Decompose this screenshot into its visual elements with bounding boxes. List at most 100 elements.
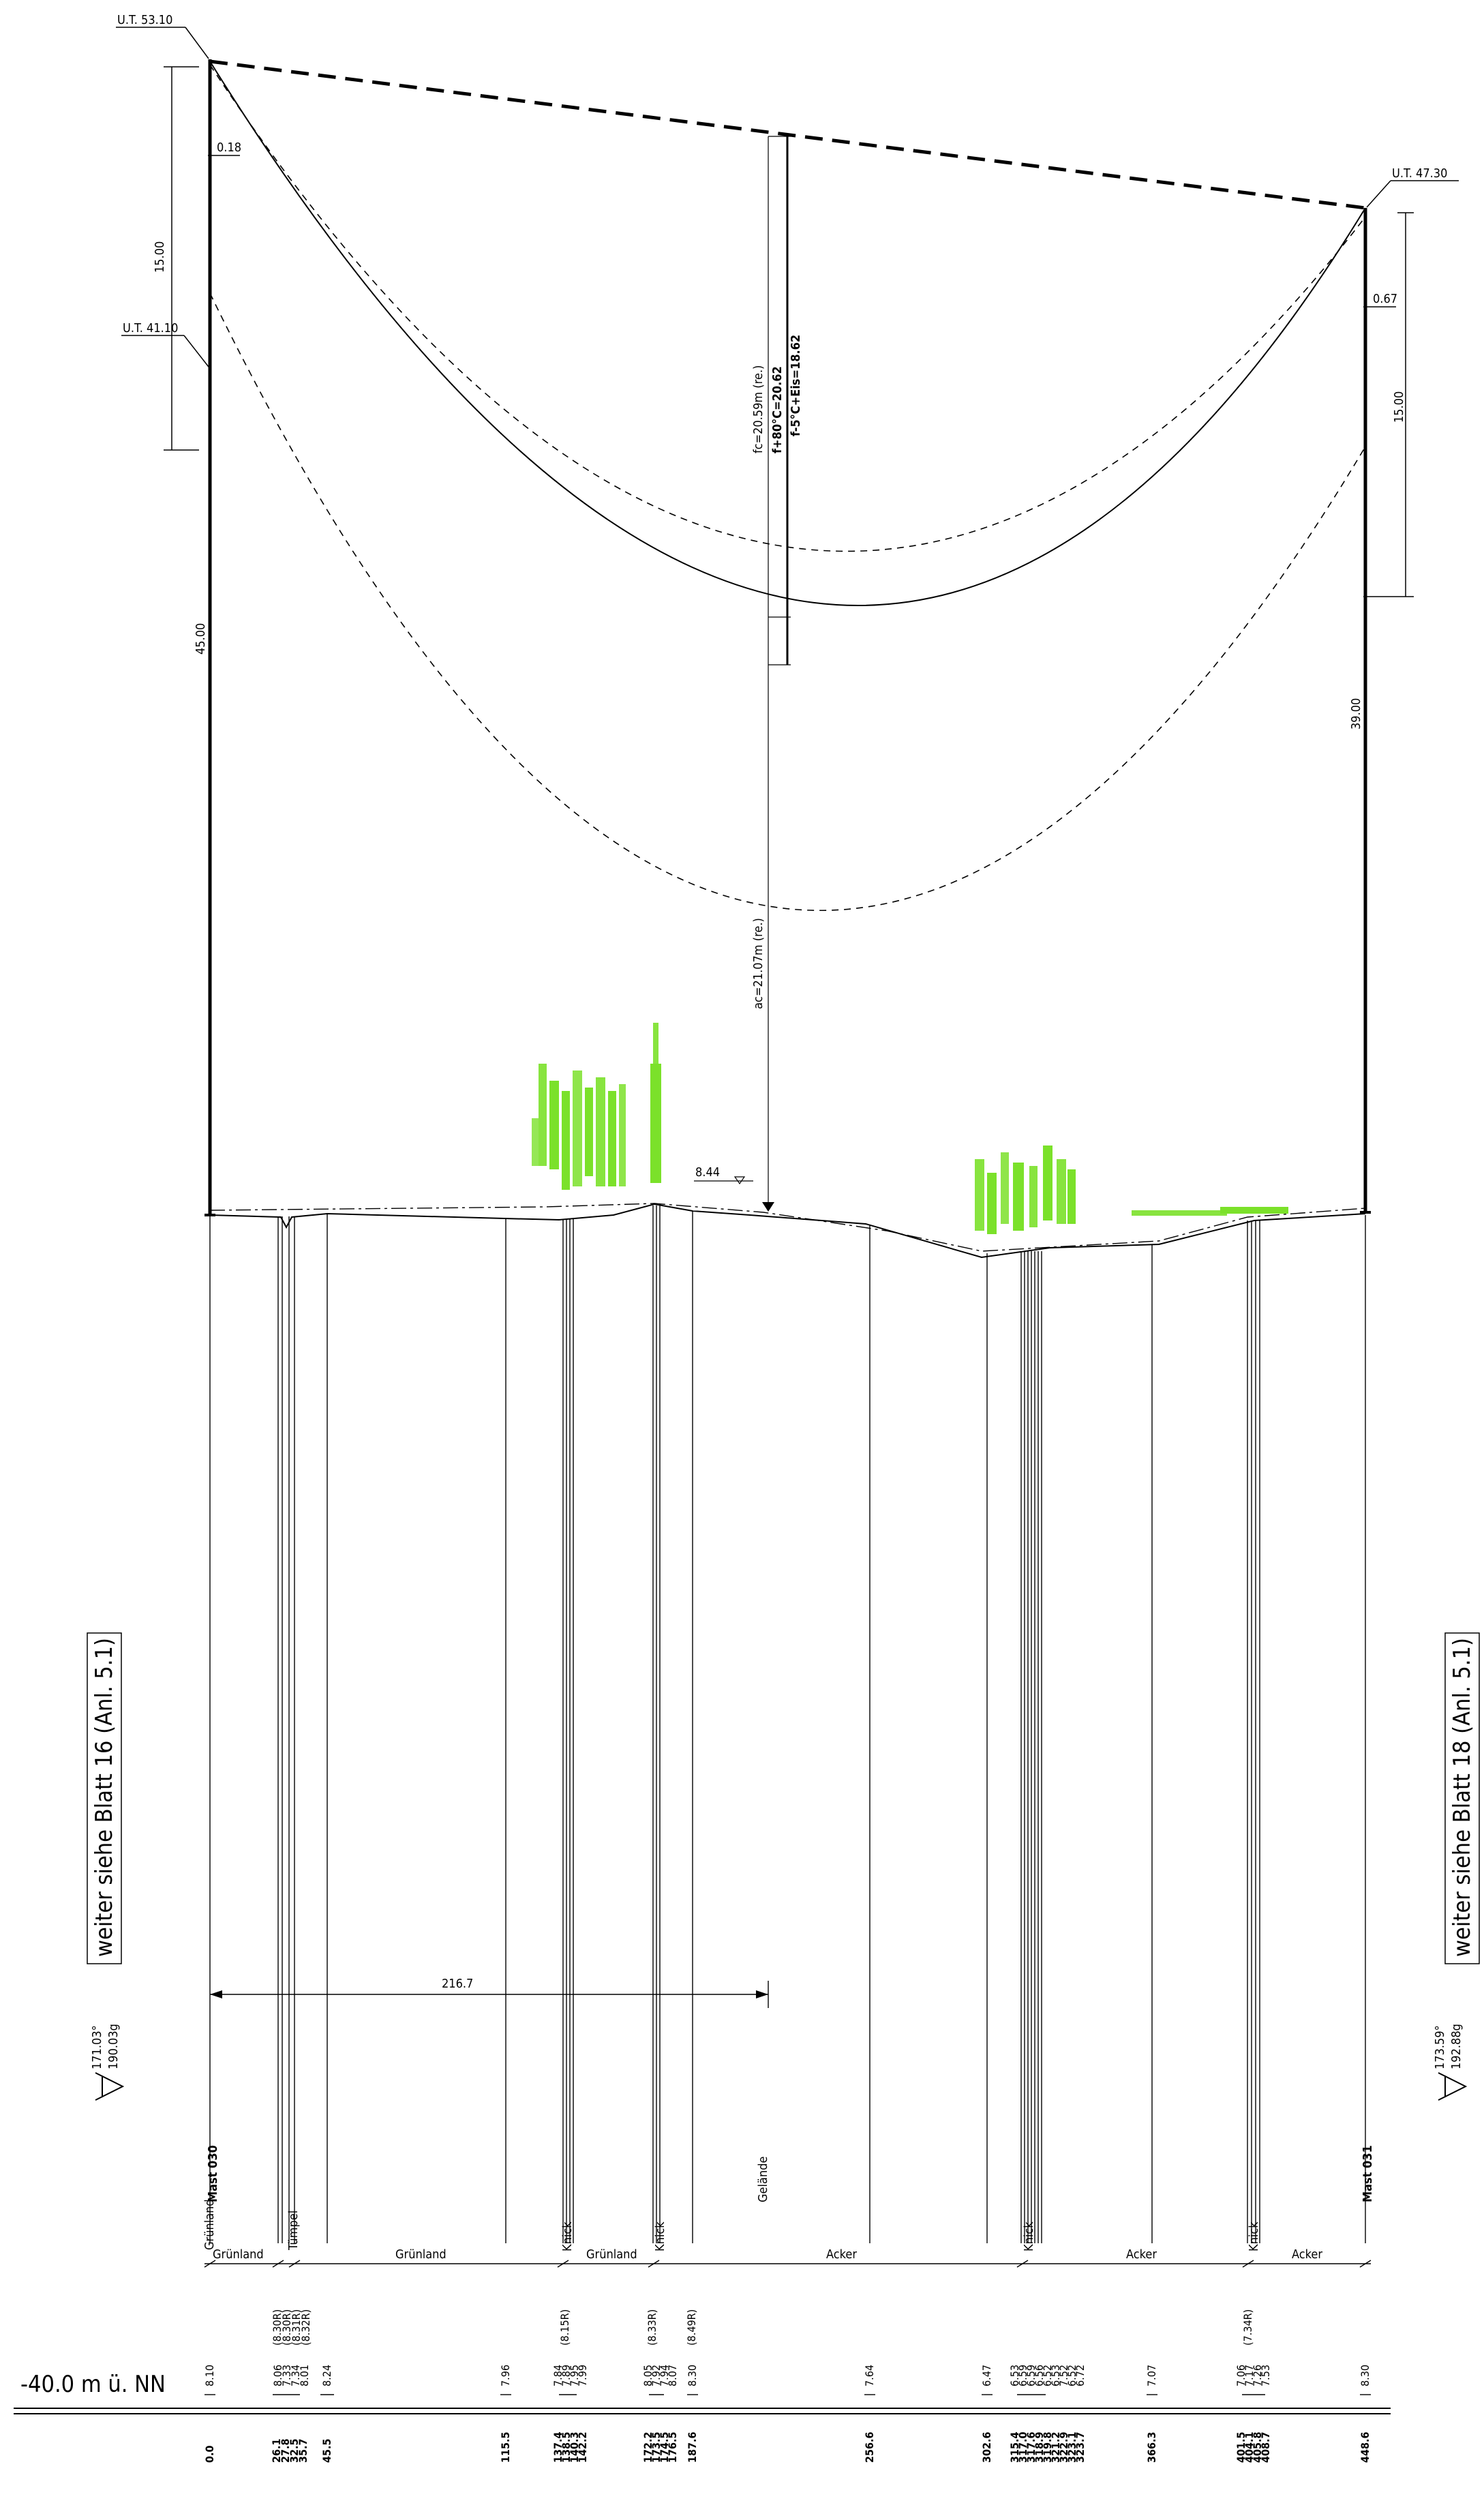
station-20: 317.6 [1025,2431,1038,2463]
land-use-0: Grünland [202,2199,217,2250]
elevation-18: 6.53 [1008,2365,1021,2386]
mast-left-height: 45.00 [194,623,208,655]
mast-left-ut-top: U.T. 53.10 [117,13,172,27]
elevation-32: 8.30 [1359,2365,1372,2386]
conductor-top-chord [209,59,1366,210]
elevation-16: 7.64 [863,2365,876,2386]
elevation-3: 7.34 [289,2365,302,2386]
land-use-7: Acker [826,2247,857,2262]
viewing-angle-right: 173.59° 192.88g [1433,2024,1468,2101]
elevation-28: 7.06 [1235,2365,1247,2386]
elevation-8: 7.89 [560,2365,573,2386]
vegetation-cluster-4 [1132,1207,1288,1216]
station-22: 319.8 [1041,2431,1054,2463]
station-11: 172.2 [641,2431,654,2463]
elevation-4: 8.01 [298,2365,311,2386]
elevation-1: 8.06 [271,2365,284,2386]
mast-right-angle1: 173.59° [1433,2025,1447,2069]
sag-f80-label: f+80°C=20.62 [770,366,785,453]
mast-right-height: 39.00 [1349,698,1363,730]
elevation-7: 7.84 [551,2365,564,2386]
station-3: 32.5 [288,2438,301,2463]
crossing-height-6: (8.49R) [685,2309,698,2346]
crossing-height-2: (8.31R) [290,2309,303,2346]
station-31: 408.7 [1259,2431,1272,2463]
station-17: 302.6 [980,2431,993,2463]
crossing-height-4: (8.15R) [558,2309,571,2346]
crossing-height-7: (7.34R) [1241,2309,1254,2346]
elevation-26: 6.72 [1074,2365,1087,2386]
sheet-ref-right: weiter siehe Blatt 18 (Anl. 5.1) [1444,1632,1480,1964]
elevation-29: 7.17 [1243,2365,1256,2386]
mast-right-ut-top: U.T. 47.30 [1392,166,1447,181]
station-14: 176.5 [666,2431,679,2463]
baseline [14,2408,1391,2414]
station-19: 317.0 [1016,2431,1029,2463]
sag-dimensions: fc=20.59m (re.) f+80°C=20.62 f-5°C+Eis=1… [694,136,803,1212]
station-25: 323.1 [1065,2431,1078,2463]
station-13: 174.5 [658,2431,671,2463]
mast-left-angle2: 190.03g [106,2024,121,2069]
mast-left-ut-mid: U.T. 41.10 [123,321,178,335]
elevation-21: 6.56 [1033,2365,1046,2386]
station-15: 187.6 [686,2431,699,2463]
elevation-17: 6.47 [980,2365,993,2386]
land-use-11: Acker [1292,2247,1322,2262]
station-0: 0.0 [203,2446,216,2463]
terrain-profile [209,1203,1366,1259]
station-30: 405.8 [1251,2431,1264,2463]
sheet-ref-left-text: weiter siehe Blatt 16 (Anl. 5.1) [91,1638,118,1957]
mast-left: U.T. 53.10 U.T. 41.10 15.00 0.18 45.00 [116,13,241,1216]
conductor-curves [209,59,1366,911]
crossing-heights: (8.30R) (8.30R) (8.31R) (8.32R) (8.15R) … [271,2309,1254,2346]
station-lines [209,1205,1366,2243]
mast-left-name: Mast 030 [206,2145,220,2202]
elevation-20: 6.59 [1025,2365,1038,2386]
sag-f5-label: f-5°C+Eis=18.62 [789,335,803,436]
land-use-band: Grünland Grünland Tümpel Grünland Knick … [202,2199,1372,2268]
elevation-23: 6.53 [1049,2365,1062,2386]
station-10: 142.2 [576,2431,589,2463]
elevation-6: 7.96 [499,2365,512,2386]
land-use-8: Knick [1022,2221,1036,2251]
clearance-ac-label: ac=21.07m (re.) [751,918,766,1009]
land-use-5: Grünland [586,2247,637,2262]
station-27: 366.3 [1145,2431,1158,2463]
elevation-5: 8.24 [320,2365,333,2386]
clearance-value: 8.44 [695,1165,720,1180]
elevation-12: 7.92 [650,2365,663,2386]
elevation-27: 7.07 [1145,2365,1158,2386]
elevation-14: 8.07 [666,2365,679,2386]
mast-right-span-top: 15.00 [1392,391,1406,423]
terrain-label: Gelände [756,2157,770,2202]
station-28: 401.5 [1235,2431,1247,2463]
station-1: 26.1 [270,2438,283,2463]
conductor-lower-dashed-curve [209,293,1366,911]
station-16: 256.6 [863,2431,876,2463]
conductor-upper-dashed-curve [209,64,1366,552]
station-6: 115.5 [499,2431,512,2463]
station-24: 322.9 [1057,2431,1070,2463]
reference-level: -40.0 m ü. NN [20,2371,166,2398]
land-use-9: Acker [1126,2247,1157,2262]
mast-left-angle1: 171.03° [90,2025,104,2069]
land-use-3: Grünland [395,2247,446,2262]
land-use-1: Grünland [213,2247,264,2262]
land-use-6: Knick [653,2221,667,2251]
station-29: 404.1 [1243,2431,1256,2463]
vegetation [532,1023,1288,1234]
vegetation-cluster-3 [975,1145,1076,1234]
span-dimension: 216.7 [210,1977,769,2008]
mast-right-name: Mast 031 [1361,2145,1375,2202]
station-32: 448.6 [1359,2431,1372,2463]
crossing-height-3: (8.32R) [299,2309,312,2346]
elevation-10: 7.99 [576,2365,589,2386]
station-18: 315.4 [1008,2431,1021,2463]
station-7: 137.4 [551,2431,564,2463]
elevation-30: 7.26 [1251,2365,1264,2386]
station-4: 35.7 [297,2438,309,2463]
elevation-band: -40.0 m ü. NN 8.10 8.06 7.33 7.34 8.01 8… [20,2365,1372,2398]
span-dimension-value: 216.7 [442,1977,473,1991]
mast-right: U.T. 47.30 15.00 0.67 39.00 [1349,166,1459,1214]
